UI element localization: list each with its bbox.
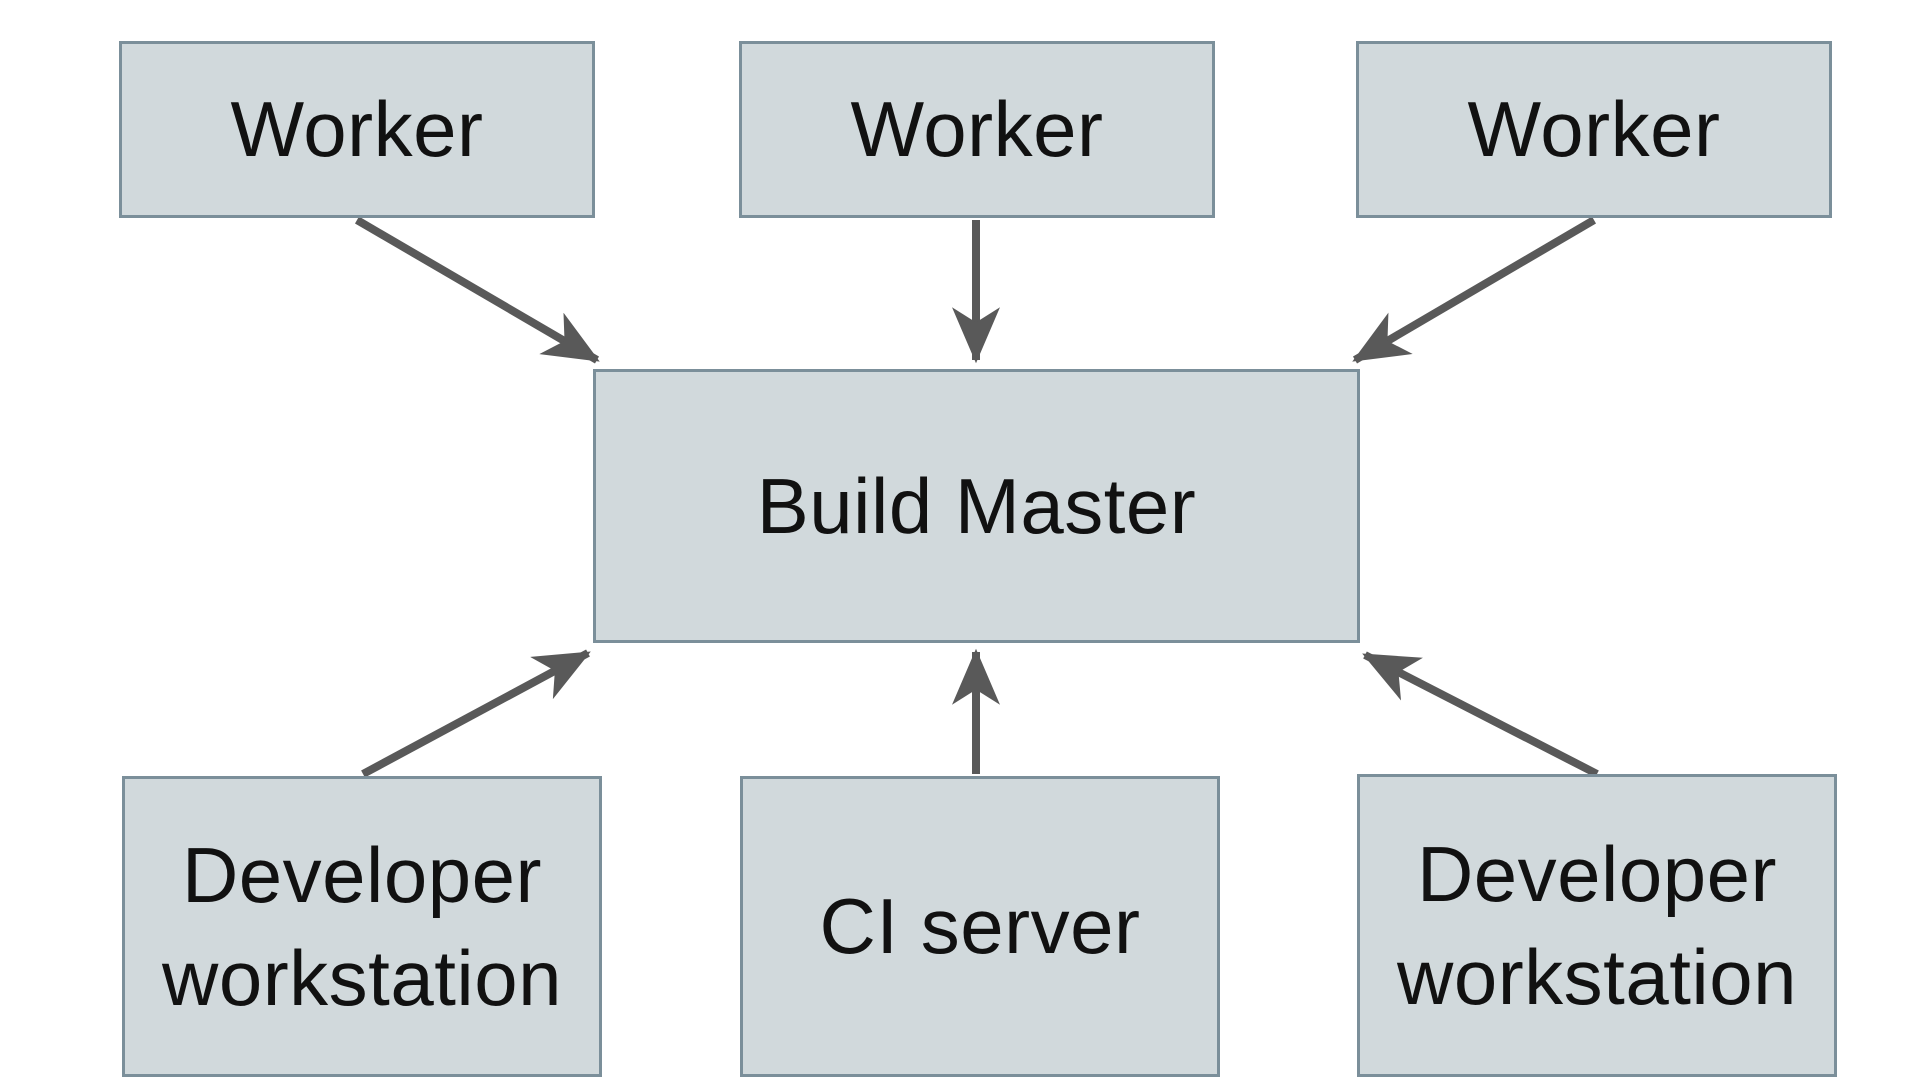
arrow-dev-right-to-build-master — [1362, 651, 1599, 778]
node-worker-left: Worker — [119, 41, 595, 218]
node-ci-server: CI server — [740, 776, 1220, 1077]
arrow-worker-right-to-build-master — [1352, 216, 1597, 364]
node-worker-middle: Worker — [739, 41, 1215, 218]
node-ci-server-label: CI server — [819, 882, 1141, 971]
node-worker-left-label: Worker — [230, 85, 484, 174]
arrow-dev-left-to-build-master — [361, 649, 591, 778]
node-build-master: Build Master — [593, 369, 1360, 643]
node-developer-workstation-right: Developer workstation — [1357, 774, 1837, 1077]
arrow-worker-left-to-build-master — [354, 216, 600, 364]
node-developer-workstation-left-label: Developer workstation — [162, 830, 562, 1022]
node-developer-workstation-right-label: Developer workstation — [1397, 829, 1797, 1021]
node-worker-right: Worker — [1356, 41, 1832, 218]
node-build-master-label: Build Master — [756, 461, 1197, 550]
node-worker-right-label: Worker — [1467, 85, 1721, 174]
node-worker-middle-label: Worker — [850, 85, 1104, 174]
node-developer-workstation-left: Developer workstation — [122, 776, 602, 1077]
